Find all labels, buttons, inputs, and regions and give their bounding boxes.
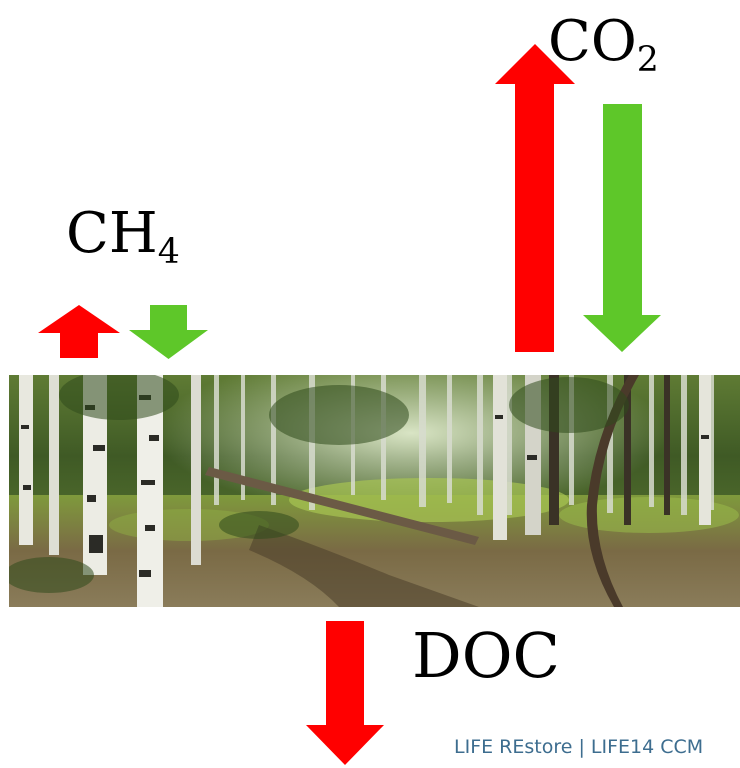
doc-label: DOC <box>412 619 560 692</box>
co2-uptake-arrow <box>583 104 661 352</box>
co2-uptake-arrow-shape <box>583 104 661 352</box>
co2-emission-arrow-shape <box>495 44 575 352</box>
forest-photo-illustration <box>9 375 740 607</box>
ch4-uptake-arrow <box>129 305 208 359</box>
ch4-label: CH4 <box>66 206 180 270</box>
co2-label-subscript: 2 <box>636 40 659 81</box>
ch4-label-base: CH <box>66 201 158 266</box>
forest-photo <box>9 375 740 607</box>
ch4-emission-arrow-shape <box>38 305 120 358</box>
credit-text: LIFE REstore | LIFE14 CCM <box>454 736 704 758</box>
co2-emission-arrow <box>495 44 575 352</box>
doc-export-arrow-shape <box>306 621 384 765</box>
co2-label: CO2 <box>548 14 659 78</box>
ch4-emission-arrow <box>38 305 120 358</box>
ch4-label-subscript: 4 <box>157 232 180 273</box>
co2-label-base: CO <box>548 9 637 74</box>
ch4-uptake-arrow-shape <box>129 305 208 359</box>
doc-export-arrow <box>306 621 384 765</box>
